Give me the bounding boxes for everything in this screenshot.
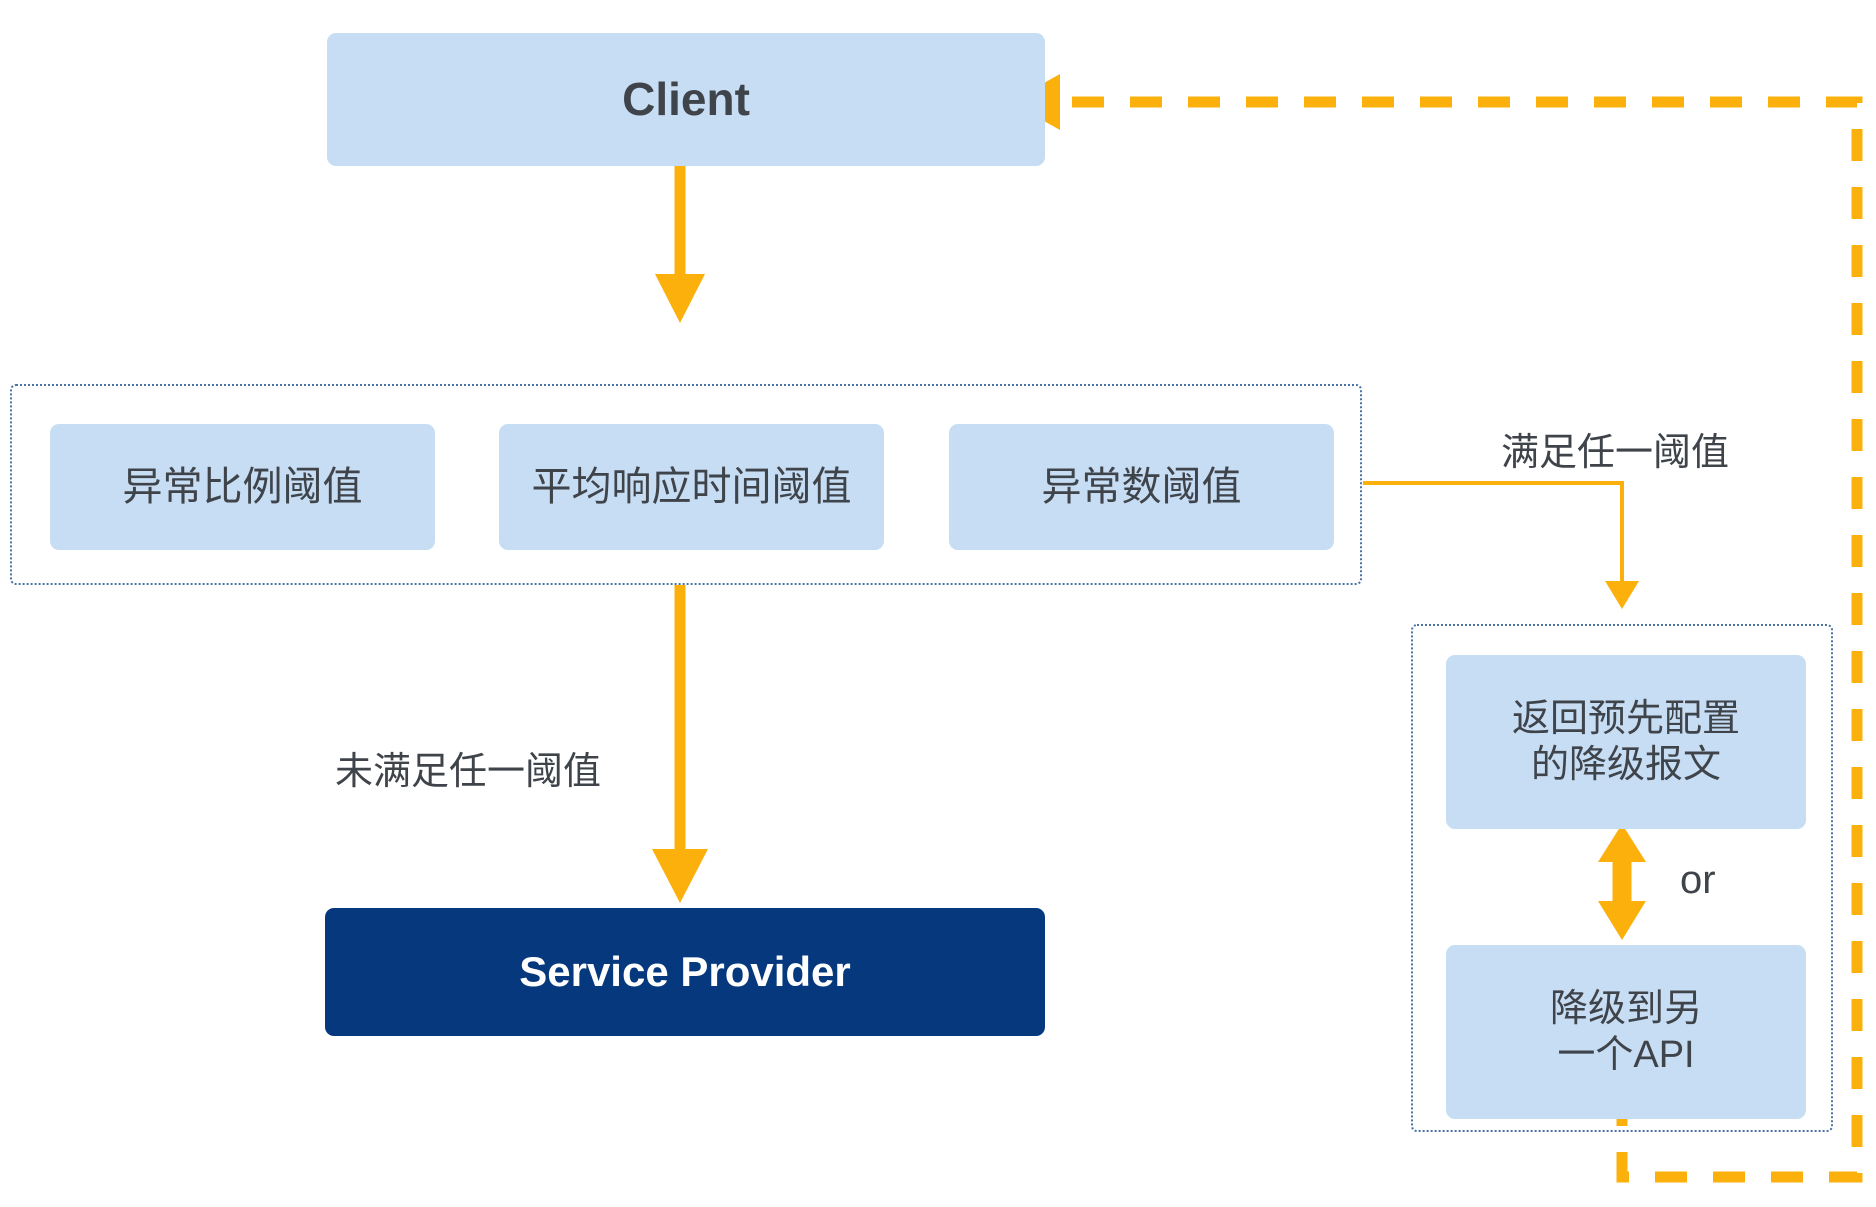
edge-label-or: or <box>1680 858 1716 902</box>
edge-thresholds-to-service-provider <box>652 585 708 903</box>
node-threshold-error-count[interactable]: 异常数阈值 <box>949 424 1334 550</box>
node-threshold-error-ratio[interactable]: 异常比例阈值 <box>50 424 435 550</box>
threshold-group-container: 异常比例阈值 平均响应时间阈值 异常数阈值 <box>10 384 1362 585</box>
edge-label-satisfy-any-threshold: 满足任一阈值 <box>1501 432 1730 474</box>
node-fallback-another-api[interactable]: 降级到另 一个API <box>1446 945 1806 1119</box>
edge-label-unsatisfied-any-threshold: 未满足任一阈值 <box>335 751 602 793</box>
node-service-provider[interactable]: Service Provider <box>325 908 1045 1036</box>
fallback-group-container: 返回预先配置 的降级报文 降级到另 一个API <box>1411 624 1833 1132</box>
node-client[interactable]: Client <box>327 33 1045 166</box>
edge-client-to-thresholds <box>655 166 705 323</box>
edge-thresholds-to-fallback <box>1363 481 1639 609</box>
node-threshold-avg-response-time[interactable]: 平均响应时间阈值 <box>499 424 884 550</box>
node-fallback-preconfigured-response[interactable]: 返回预先配置 的降级报文 <box>1446 655 1806 829</box>
